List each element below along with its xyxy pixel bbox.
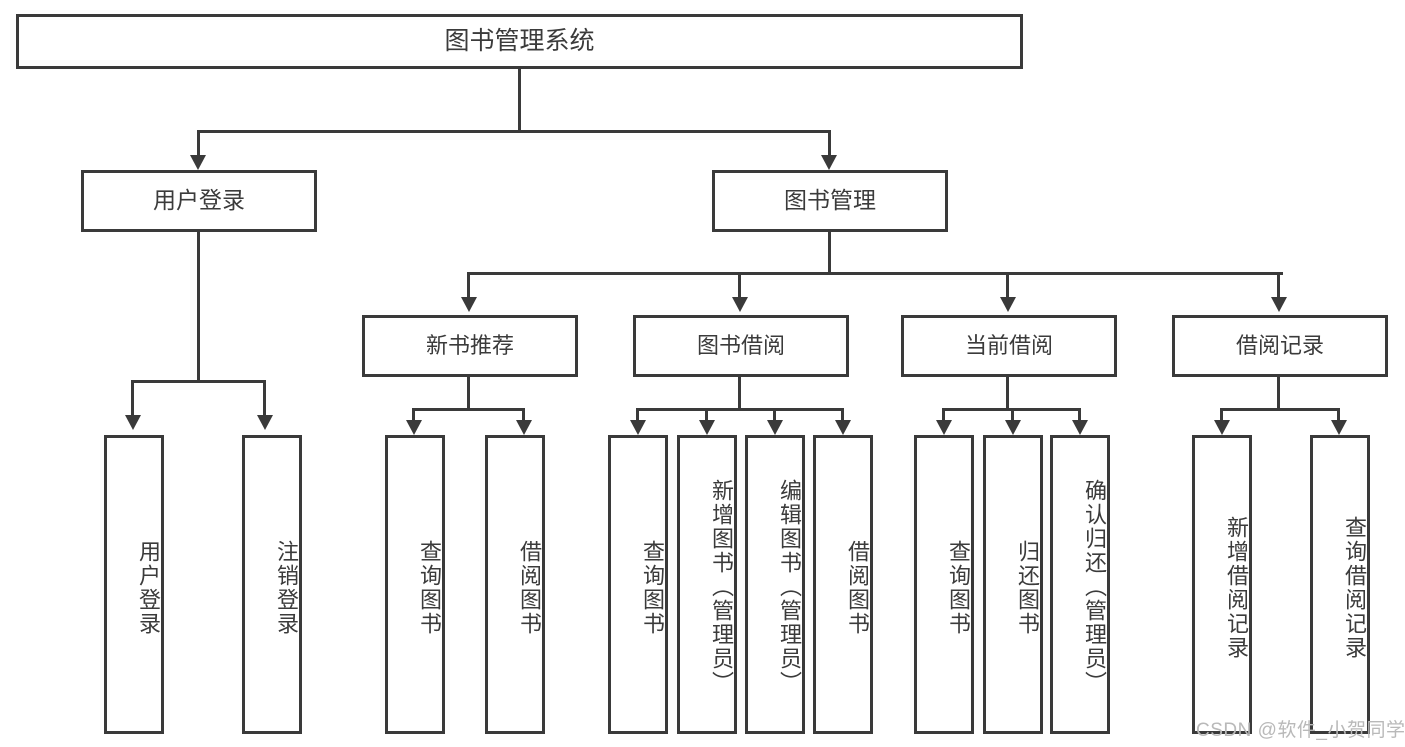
leaf-return-book[interactable]: 归还图书 (983, 435, 1043, 734)
connector-book-manage-stem (828, 232, 831, 272)
connector-drop-leaf (1011, 408, 1014, 420)
node-borrow-record[interactable]: 借阅记录 (1172, 315, 1388, 377)
node-book-borrow[interactable]: 图书借阅 (633, 315, 849, 377)
node-label: 新增借阅记录 (1224, 515, 1249, 660)
arrow-down-icon (821, 155, 837, 170)
node-new-book-recommend[interactable]: 新书推荐 (362, 315, 578, 377)
node-root-system[interactable]: 图书管理系统 (16, 14, 1023, 69)
node-label: 编辑图书（管理员） (777, 478, 802, 695)
leaf-add-borrow-record[interactable]: 新增借阅记录 (1192, 435, 1252, 734)
connector-root-stem (518, 69, 521, 130)
arrow-down-icon (516, 420, 532, 435)
connector-book-borrow-bus (636, 408, 843, 411)
node-label: 图书借阅 (696, 333, 785, 359)
connector-drop-leaf (412, 408, 415, 420)
connector-drop-book-manage (828, 130, 831, 155)
leaf-query-book-recommend[interactable]: 查询图书 (385, 435, 445, 734)
node-label: 归还图书 (1015, 539, 1040, 636)
node-label: 图书管理系统 (444, 26, 595, 55)
connector-drop-user-login (197, 130, 200, 155)
connector-drop-leaf (263, 380, 266, 415)
node-label: 查询借阅记录 (1342, 515, 1367, 660)
node-label: 确认归还（管理员） (1082, 478, 1107, 695)
connector-drop-book-borrow (738, 272, 741, 297)
arrow-down-icon (699, 420, 715, 435)
arrow-down-icon (1331, 420, 1347, 435)
connector-drop-leaf (1337, 408, 1340, 420)
arrow-down-icon (461, 297, 477, 312)
connector-drop-leaf (705, 408, 708, 420)
leaf-borrow-book-recommend[interactable]: 借阅图书 (485, 435, 545, 734)
connector-new-book-stem (467, 377, 470, 408)
connector-new-book-bus (412, 408, 525, 411)
connector-borrow-record-stem (1277, 377, 1280, 408)
connector-drop-current-borrow (1006, 272, 1009, 297)
leaf-edit-book-admin[interactable]: 编辑图书（管理员） (745, 435, 805, 734)
node-label: 借阅图书 (517, 539, 542, 636)
connector-borrow-record-bus (1220, 408, 1340, 411)
connector-current-borrow-stem (1006, 377, 1009, 408)
node-label: 借阅图书 (845, 539, 870, 636)
node-label: 用户登录 (136, 539, 161, 636)
connector-drop-leaf (773, 408, 776, 420)
arrow-down-icon (732, 297, 748, 312)
arrow-down-icon (835, 420, 851, 435)
connector-root-bus (197, 130, 831, 133)
arrow-down-icon (1072, 420, 1088, 435)
node-book-management[interactable]: 图书管理 (712, 170, 948, 232)
connector-book-borrow-stem (738, 377, 741, 408)
arrow-down-icon (190, 155, 206, 170)
leaf-user-login[interactable]: 用户登录 (104, 435, 164, 734)
connector-user-login-stem (197, 232, 200, 380)
arrow-down-icon (125, 415, 141, 430)
node-label: 当前借阅 (964, 333, 1053, 359)
node-label: 图书管理 (784, 187, 876, 214)
arrow-down-icon (257, 415, 273, 430)
connector-drop-leaf (841, 408, 844, 420)
arrow-down-icon (1000, 297, 1016, 312)
node-current-borrow[interactable]: 当前借阅 (901, 315, 1117, 377)
node-label: 查询图书 (417, 539, 442, 636)
arrow-down-icon (1271, 297, 1287, 312)
node-label: 查询图书 (946, 539, 971, 636)
node-label: 新书推荐 (425, 333, 514, 359)
leaf-query-book-current[interactable]: 查询图书 (914, 435, 974, 734)
arrow-down-icon (767, 420, 783, 435)
node-label: 注销登录 (274, 539, 299, 636)
arrow-down-icon (1005, 420, 1021, 435)
node-label: 查询图书 (640, 539, 665, 636)
arrow-down-icon (630, 420, 646, 435)
connector-drop-leaf (1220, 408, 1223, 420)
node-label: 用户登录 (153, 187, 245, 214)
connector-drop-leaf (131, 380, 134, 415)
arrow-down-icon (936, 420, 952, 435)
connector-drop-leaf (942, 408, 945, 420)
node-label: 借阅记录 (1235, 333, 1324, 359)
connector-drop-leaf (636, 408, 639, 420)
leaf-query-book-borrow[interactable]: 查询图书 (608, 435, 668, 734)
leaf-logout[interactable]: 注销登录 (242, 435, 302, 734)
node-user-login[interactable]: 用户登录 (81, 170, 317, 232)
arrow-down-icon (1214, 420, 1230, 435)
arrow-down-icon (406, 420, 422, 435)
leaf-confirm-return-admin[interactable]: 确认归还（管理员） (1050, 435, 1110, 734)
leaf-query-borrow-record[interactable]: 查询借阅记录 (1310, 435, 1370, 734)
node-label: 新增图书（管理员） (709, 478, 734, 695)
connector-drop-new-book (467, 272, 470, 297)
connector-drop-leaf (522, 408, 525, 420)
leaf-borrow-book[interactable]: 借阅图书 (813, 435, 873, 734)
connector-drop-leaf (1078, 408, 1081, 420)
connector-drop-borrow-record (1277, 272, 1280, 297)
connector-user-login-bus (131, 380, 266, 383)
connector-level3-bus (467, 272, 1283, 275)
leaf-add-book-admin[interactable]: 新增图书（管理员） (677, 435, 737, 734)
csdn-watermark: CSDN @软件_小贺同学 (1196, 720, 1405, 741)
